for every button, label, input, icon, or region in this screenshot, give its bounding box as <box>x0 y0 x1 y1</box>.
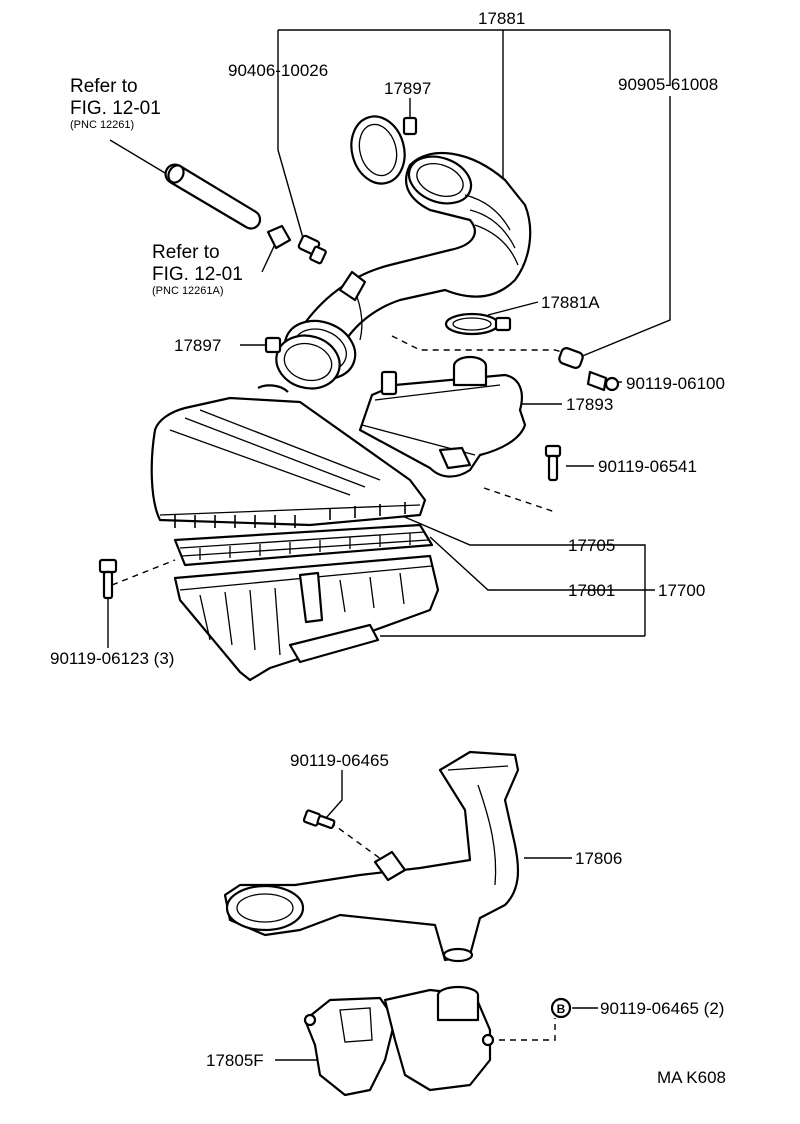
refer1-pnc: (PNC 12261) <box>70 119 134 131</box>
bolt-icon <box>297 234 327 265</box>
label-17897-left: 17897 <box>174 336 221 355</box>
refer2-line2: FIG. 12-01 <box>152 264 243 285</box>
refer2-line1: Refer to <box>152 242 220 263</box>
label-90119-06100: 90119-06100 <box>626 374 725 393</box>
bolt-06465-icon <box>302 809 336 830</box>
cap-ribs <box>174 502 406 528</box>
inlet-bracket-icon <box>303 985 495 1097</box>
label-17806: 17806 <box>575 849 622 868</box>
label-17700: 17700 <box>658 581 705 600</box>
refer2-pnc: (PNC 12261A) <box>152 285 224 297</box>
b-marker: B <box>550 997 572 1019</box>
plug-icon <box>558 347 584 369</box>
resonator-icon <box>358 355 527 478</box>
refer1-line2: FIG. 12-01 <box>70 98 161 119</box>
label-17881: 17881 <box>478 9 525 28</box>
refer1-line1: Refer to <box>70 76 138 97</box>
label-17805F: 17805F <box>206 1051 264 1070</box>
hose-clamp-left-icon <box>264 334 341 390</box>
air-inlet-duct-icon <box>223 750 520 963</box>
label-17705: 17705 <box>568 536 615 555</box>
label-17881A: 17881A <box>541 293 600 312</box>
hose-clip-icon <box>266 224 292 250</box>
label-90119-06123: 90119-06123 (3) <box>50 649 174 668</box>
bolt-06541-icon <box>544 444 562 482</box>
label-17801: 17801 <box>568 581 615 600</box>
drawing-code: MA K608 <box>657 1068 726 1087</box>
label-90905-61008: 90905-61008 <box>618 75 718 94</box>
label-90119-06465-2: 90119-06465 (2) <box>600 999 724 1018</box>
hose-pipe-icon <box>164 163 262 230</box>
b-marker-label: B <box>557 1002 566 1016</box>
hose-clamp-icon <box>350 115 418 185</box>
dashed-guide-lines <box>111 335 573 1041</box>
label-17897-top: 17897 <box>384 79 431 98</box>
label-90406-10026: 90406-10026 <box>228 61 328 80</box>
label-17893: 17893 <box>566 395 613 414</box>
part-labels: 17881 90406-10026 17897 90905-61008 Refe… <box>50 9 726 1087</box>
screw-icon <box>586 370 620 392</box>
air-cleaner-cap-icon <box>150 384 427 527</box>
bolt-06123-icon <box>98 558 118 600</box>
hose-clamp-17881A-icon <box>444 312 512 336</box>
leader-lines <box>107 29 671 1061</box>
label-90119-06541: 90119-06541 <box>598 457 697 476</box>
air-cleaner-case-icon <box>173 554 440 682</box>
label-90119-06465: 90119-06465 <box>290 751 389 770</box>
air-filter-element-icon <box>173 523 434 567</box>
